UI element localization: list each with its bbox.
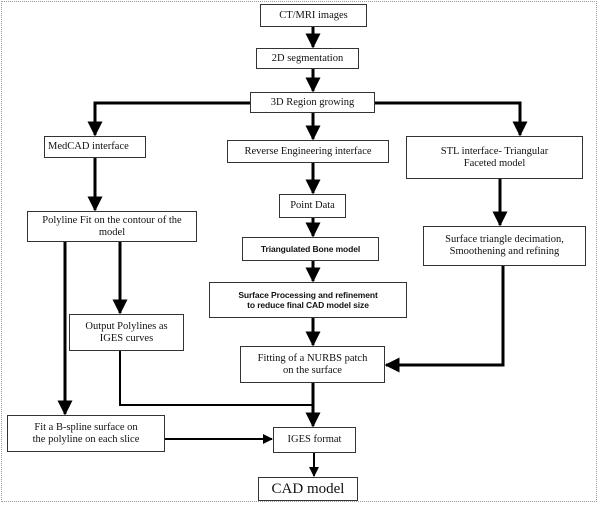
node-ct-mri: CT/MRI images (260, 4, 367, 27)
node-stl-interface: STL interface- Triangular Faceted model (406, 136, 583, 179)
node-3d-region-growing: 3D Region growing (250, 92, 375, 113)
node-polyline-fit: Polyline Fit on the contour of the model (27, 211, 197, 242)
edge-output-to-iges (119, 351, 313, 406)
node-triangulated-bone-model: Triangulated Bone model (242, 237, 379, 261)
node-nurbs-patch: Fitting of a NURBS patch on the surface (240, 346, 385, 383)
node-output-polylines: Output Polylines as IGES curves (69, 314, 184, 351)
node-surface-decimation: Surface triangle decimation, Smoothening… (423, 226, 586, 266)
node-iges-format: IGES format (273, 427, 356, 453)
node-medcad-interface: MedCAD interface (44, 136, 146, 158)
node-bspline-surface: Fit a B-spline surface on the polyline o… (7, 415, 165, 452)
node-point-data: Point Data (279, 194, 346, 218)
node-cad-model: CAD model (258, 477, 358, 501)
node-reverse-engineering-interface: Reverse Engineering interface (227, 140, 389, 163)
node-surface-processing: Surface Processing and refinement to red… (209, 282, 407, 318)
edge-decimation-to-nurbs (384, 266, 505, 373)
node-2d-segmentation: 2D segmentation (256, 48, 359, 69)
